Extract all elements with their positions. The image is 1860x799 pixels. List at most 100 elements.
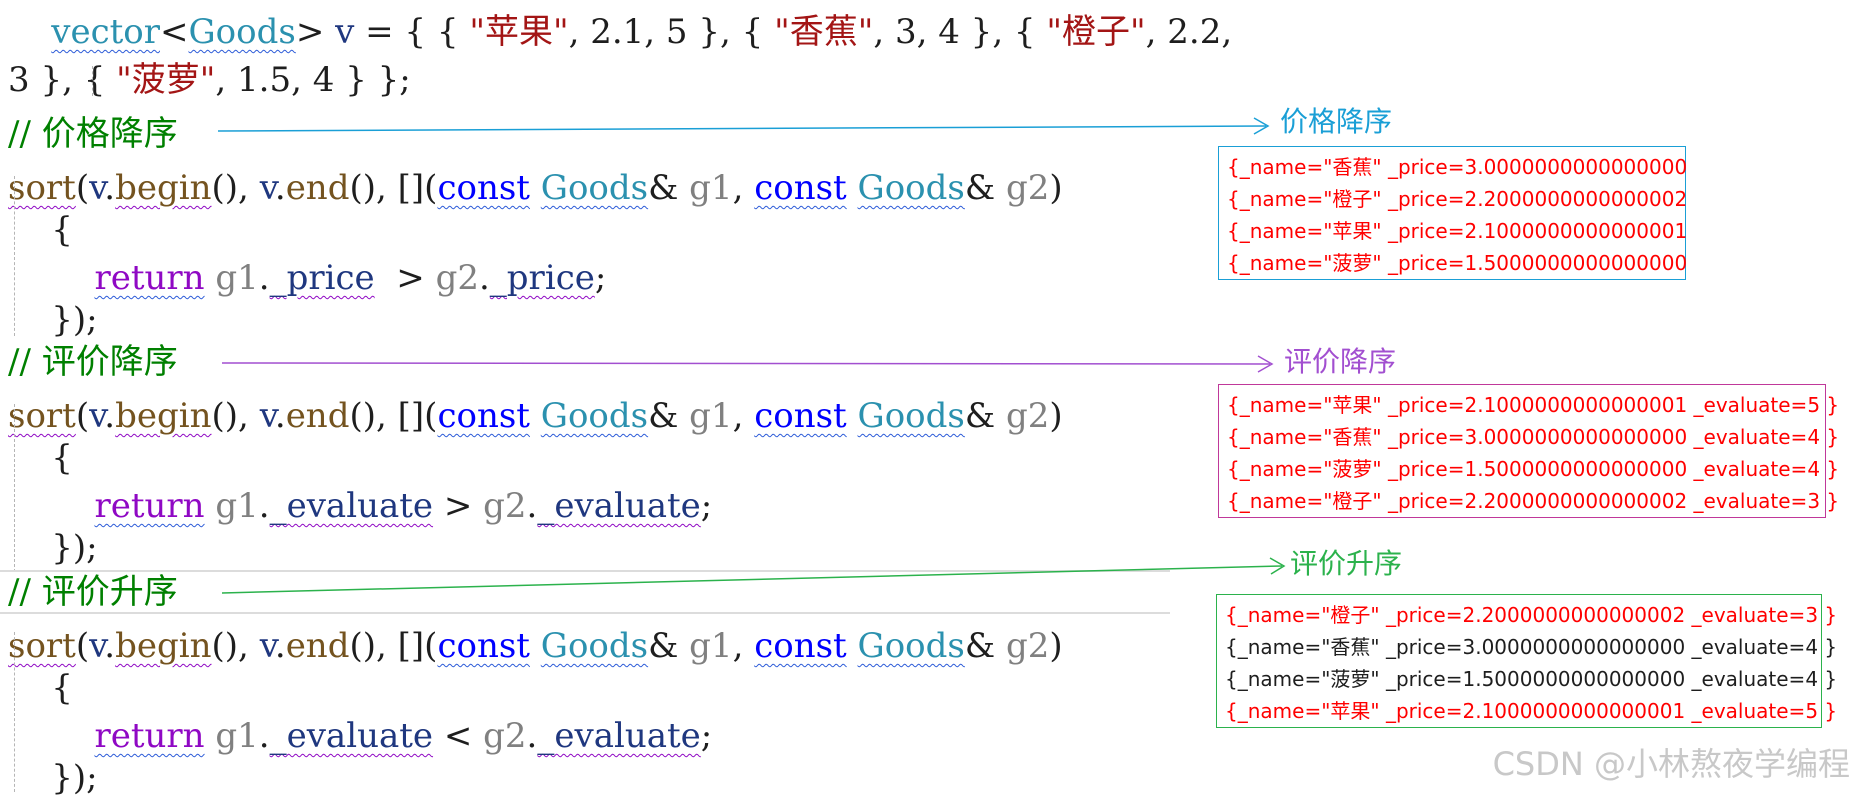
result-box-evaluate-desc: {_name="苹果" _price=2.1000000000000001 _e… bbox=[1218, 384, 1840, 518]
code-token-punct: ( bbox=[75, 626, 90, 666]
code-token-punct: . bbox=[478, 258, 490, 298]
code-token-param: g1 bbox=[215, 258, 259, 298]
annotation-label-price-desc: 价格降序 bbox=[1280, 105, 1393, 138]
code-token-var: _evaluate bbox=[269, 486, 434, 526]
code-token-punct: (), []( bbox=[349, 168, 438, 208]
code-token-type: Goods bbox=[540, 626, 649, 666]
code-token-punct: (), bbox=[211, 396, 260, 436]
code-line[interactable]: 3 }, { "菠萝", 1.5, 4 } }; bbox=[8, 60, 411, 100]
code-token-fn: begin bbox=[115, 396, 212, 436]
result-box-price-desc: {_name="香蕉" _price=3.0000000000000000 {_n… bbox=[1218, 146, 1688, 280]
code-token-punct: }); bbox=[8, 528, 98, 568]
watermark: CSDN @小林熬夜学编程 bbox=[1492, 745, 1850, 783]
code-line[interactable]: // 价格降序 bbox=[8, 114, 178, 154]
arrow-price-desc bbox=[217, 117, 1270, 135]
code-token-punct: (), []( bbox=[349, 396, 438, 436]
code-token-punct: ( bbox=[75, 168, 90, 208]
code-line[interactable]: { bbox=[8, 668, 73, 708]
code-token-var: v bbox=[89, 396, 105, 436]
code-token-num: 2.1 bbox=[590, 12, 645, 52]
code-token-kw: const bbox=[754, 626, 847, 666]
code-token-punct: ; bbox=[594, 258, 607, 298]
result-line: {_name="橙子" _price=2.2000000000000002 _e… bbox=[1225, 603, 1838, 627]
code-line[interactable]: // 评价降序 bbox=[8, 342, 178, 382]
code-token-num: 5 bbox=[665, 12, 688, 52]
code-line[interactable]: sort(v.begin(), v.end(), [](const Goods&… bbox=[8, 626, 1063, 666]
code-token-type: Goods bbox=[857, 626, 965, 666]
code-line[interactable]: sort(v.begin(), v.end(), [](const Goods&… bbox=[8, 168, 1063, 208]
code-line[interactable]: }); bbox=[8, 300, 98, 340]
result-line: {_name="香蕉" _price=3.0000000000000000 bbox=[1227, 155, 1688, 179]
code-token-punct: , bbox=[644, 12, 666, 52]
code-token-type: Goods bbox=[188, 12, 296, 52]
code-token-fn: begin bbox=[115, 626, 212, 666]
code-token-var: _price bbox=[269, 258, 375, 298]
code-line[interactable]: return g1._evaluate > g2._evaluate; bbox=[8, 486, 712, 526]
code-token-var: v bbox=[259, 626, 275, 666]
code-token-var: _evaluate bbox=[537, 486, 701, 526]
code-token-punct: > bbox=[433, 486, 484, 526]
result-line: {_name="菠萝" _price=1.5000000000000000 bbox=[1227, 251, 1688, 275]
current-line-highlight bbox=[0, 612, 1170, 614]
code-token-param: g2 bbox=[1005, 168, 1050, 208]
code-token-punct: . bbox=[104, 626, 116, 666]
code-token-param: g2 bbox=[483, 486, 527, 526]
result-line: {_name="橙子" _price=2.2000000000000002 bbox=[1227, 187, 1688, 211]
code-line[interactable]: }); bbox=[8, 758, 97, 798]
code-token-fn: begin bbox=[115, 168, 212, 208]
code-token-punct: & bbox=[648, 168, 690, 208]
code-token-str: "橙子" bbox=[1046, 12, 1146, 52]
code-line[interactable]: vector<Goods> v = { { "苹果", 2.1, 5 }, { … bbox=[8, 12, 1232, 52]
code-token-punct: . bbox=[526, 716, 538, 756]
code-token-kw: const bbox=[754, 168, 847, 208]
code-token-type: Goods bbox=[857, 168, 965, 208]
indent-guide bbox=[92, 66, 93, 96]
code-token-punct: . bbox=[274, 168, 286, 208]
result-line: {_name="苹果" _price=2.1000000000000001 _e… bbox=[1225, 699, 1838, 723]
code-token-var: v bbox=[335, 12, 355, 52]
code-token-punct: (), bbox=[211, 626, 260, 666]
code-token-punct: = { { bbox=[354, 12, 470, 52]
code-line[interactable]: return g1._evaluate < g2._evaluate; bbox=[8, 716, 712, 756]
code-token-kw: const bbox=[437, 168, 530, 208]
code-token-punct: . bbox=[258, 716, 270, 756]
code-token-punct: { bbox=[8, 210, 73, 250]
code-token-punct: > bbox=[374, 258, 436, 298]
result-line: {_name="香蕉" _price=3.0000000000000000 _e… bbox=[1227, 425, 1840, 449]
code-line[interactable]: // 评价升序 bbox=[8, 572, 178, 612]
code-token-var: v bbox=[259, 396, 275, 436]
code-token-punct: }); bbox=[8, 300, 98, 340]
code-line[interactable]: sort(v.begin(), v.end(), [](const Goods&… bbox=[8, 396, 1063, 436]
code-token-punct: , bbox=[215, 60, 238, 100]
code-token-ctl: return bbox=[94, 716, 205, 756]
code-token-ctl: return bbox=[94, 486, 205, 526]
code-line[interactable]: { bbox=[8, 210, 73, 250]
code-token-fn: sort bbox=[8, 168, 76, 208]
code-token-num: 4 bbox=[938, 12, 960, 52]
code-line[interactable]: }); bbox=[8, 528, 98, 568]
code-token-str: "香蕉" bbox=[774, 12, 874, 52]
code-token-param: g2 bbox=[1005, 626, 1050, 666]
code-token-punct: ( bbox=[75, 396, 90, 436]
code-token-punct: }, { bbox=[29, 60, 117, 100]
code-token-fn: end bbox=[285, 626, 350, 666]
code-token-punct: & bbox=[964, 168, 1006, 208]
code-token-punct: & bbox=[964, 396, 1006, 436]
code-token-cmt: // 评价降序 bbox=[8, 342, 178, 382]
code-token-punct: & bbox=[648, 396, 690, 436]
code-token-param: g2 bbox=[483, 716, 527, 756]
code-token-punct: ; bbox=[700, 486, 713, 526]
code-token-punct: ) bbox=[1049, 626, 1063, 666]
code-line[interactable]: { bbox=[8, 438, 73, 478]
code-token-punct: ; bbox=[700, 716, 713, 756]
result-line: {_name="苹果" _price=2.1000000000000001 bbox=[1227, 219, 1688, 243]
code-token-kw: const bbox=[437, 396, 530, 436]
code-token-ctl: return bbox=[94, 258, 205, 298]
code-token-var: v bbox=[89, 168, 105, 208]
code-token-punct: , bbox=[916, 12, 939, 52]
code-token-type: Goods bbox=[540, 168, 649, 208]
code-line[interactable]: return g1._price > g2._price; bbox=[8, 258, 606, 298]
code-token-param: g2 bbox=[435, 258, 479, 298]
code-token-punct: . bbox=[104, 396, 116, 436]
code-token-punct: }, { bbox=[687, 12, 775, 52]
